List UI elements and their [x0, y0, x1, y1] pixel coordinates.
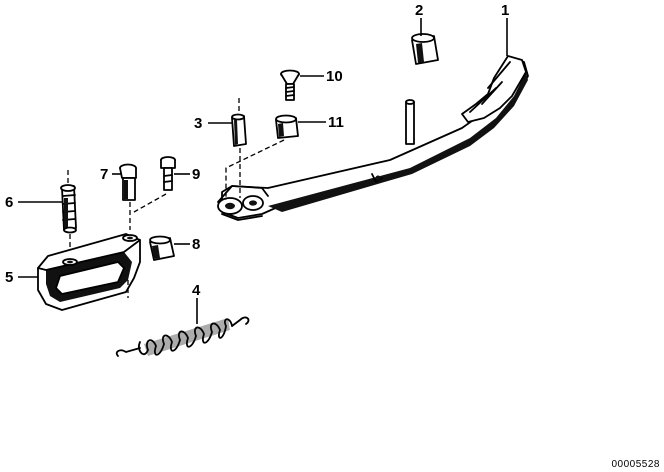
callout-1: 1: [501, 2, 509, 56]
callout-label: 1: [501, 2, 509, 19]
callout-2: 2: [415, 2, 423, 36]
callout-label: 10: [326, 68, 343, 85]
document-id: 00005528: [611, 459, 660, 470]
callout-label: 3: [194, 115, 202, 132]
callout-7: 7: [100, 166, 122, 183]
side-stand-leg: [217, 55, 529, 221]
callout-9: 9: [174, 166, 200, 183]
callout-5: 5: [5, 269, 38, 286]
callout-3: 3: [194, 115, 232, 132]
callout-label: 9: [192, 166, 200, 183]
leg-pin: [405, 99, 415, 145]
stud-part-6: [60, 170, 77, 262]
callout-label: 4: [192, 282, 201, 299]
screw-part-10: [280, 69, 300, 101]
sleeve-part-2: [411, 33, 439, 65]
spring-part-4: [115, 316, 250, 357]
callout-label: 7: [100, 166, 108, 183]
callout-11: 11: [298, 114, 344, 131]
callout-label: 6: [5, 194, 13, 211]
bracket-part-5: [37, 233, 141, 311]
bolt-part-7: [119, 163, 137, 230]
callout-label: 2: [415, 2, 423, 19]
callout-10: 10: [300, 68, 343, 85]
callout-6: 6: [5, 194, 62, 211]
callout-label: 8: [192, 236, 200, 253]
callout-label: 5: [5, 269, 13, 286]
sleeve-part-11: [225, 114, 299, 200]
callout-4: 4: [192, 282, 201, 324]
bolt-part-9: [133, 156, 176, 213]
callout-8: 8: [174, 236, 200, 253]
pin-part-3: [231, 98, 247, 198]
sleeve-part-8: [149, 235, 175, 261]
callout-label: 11: [328, 114, 344, 131]
